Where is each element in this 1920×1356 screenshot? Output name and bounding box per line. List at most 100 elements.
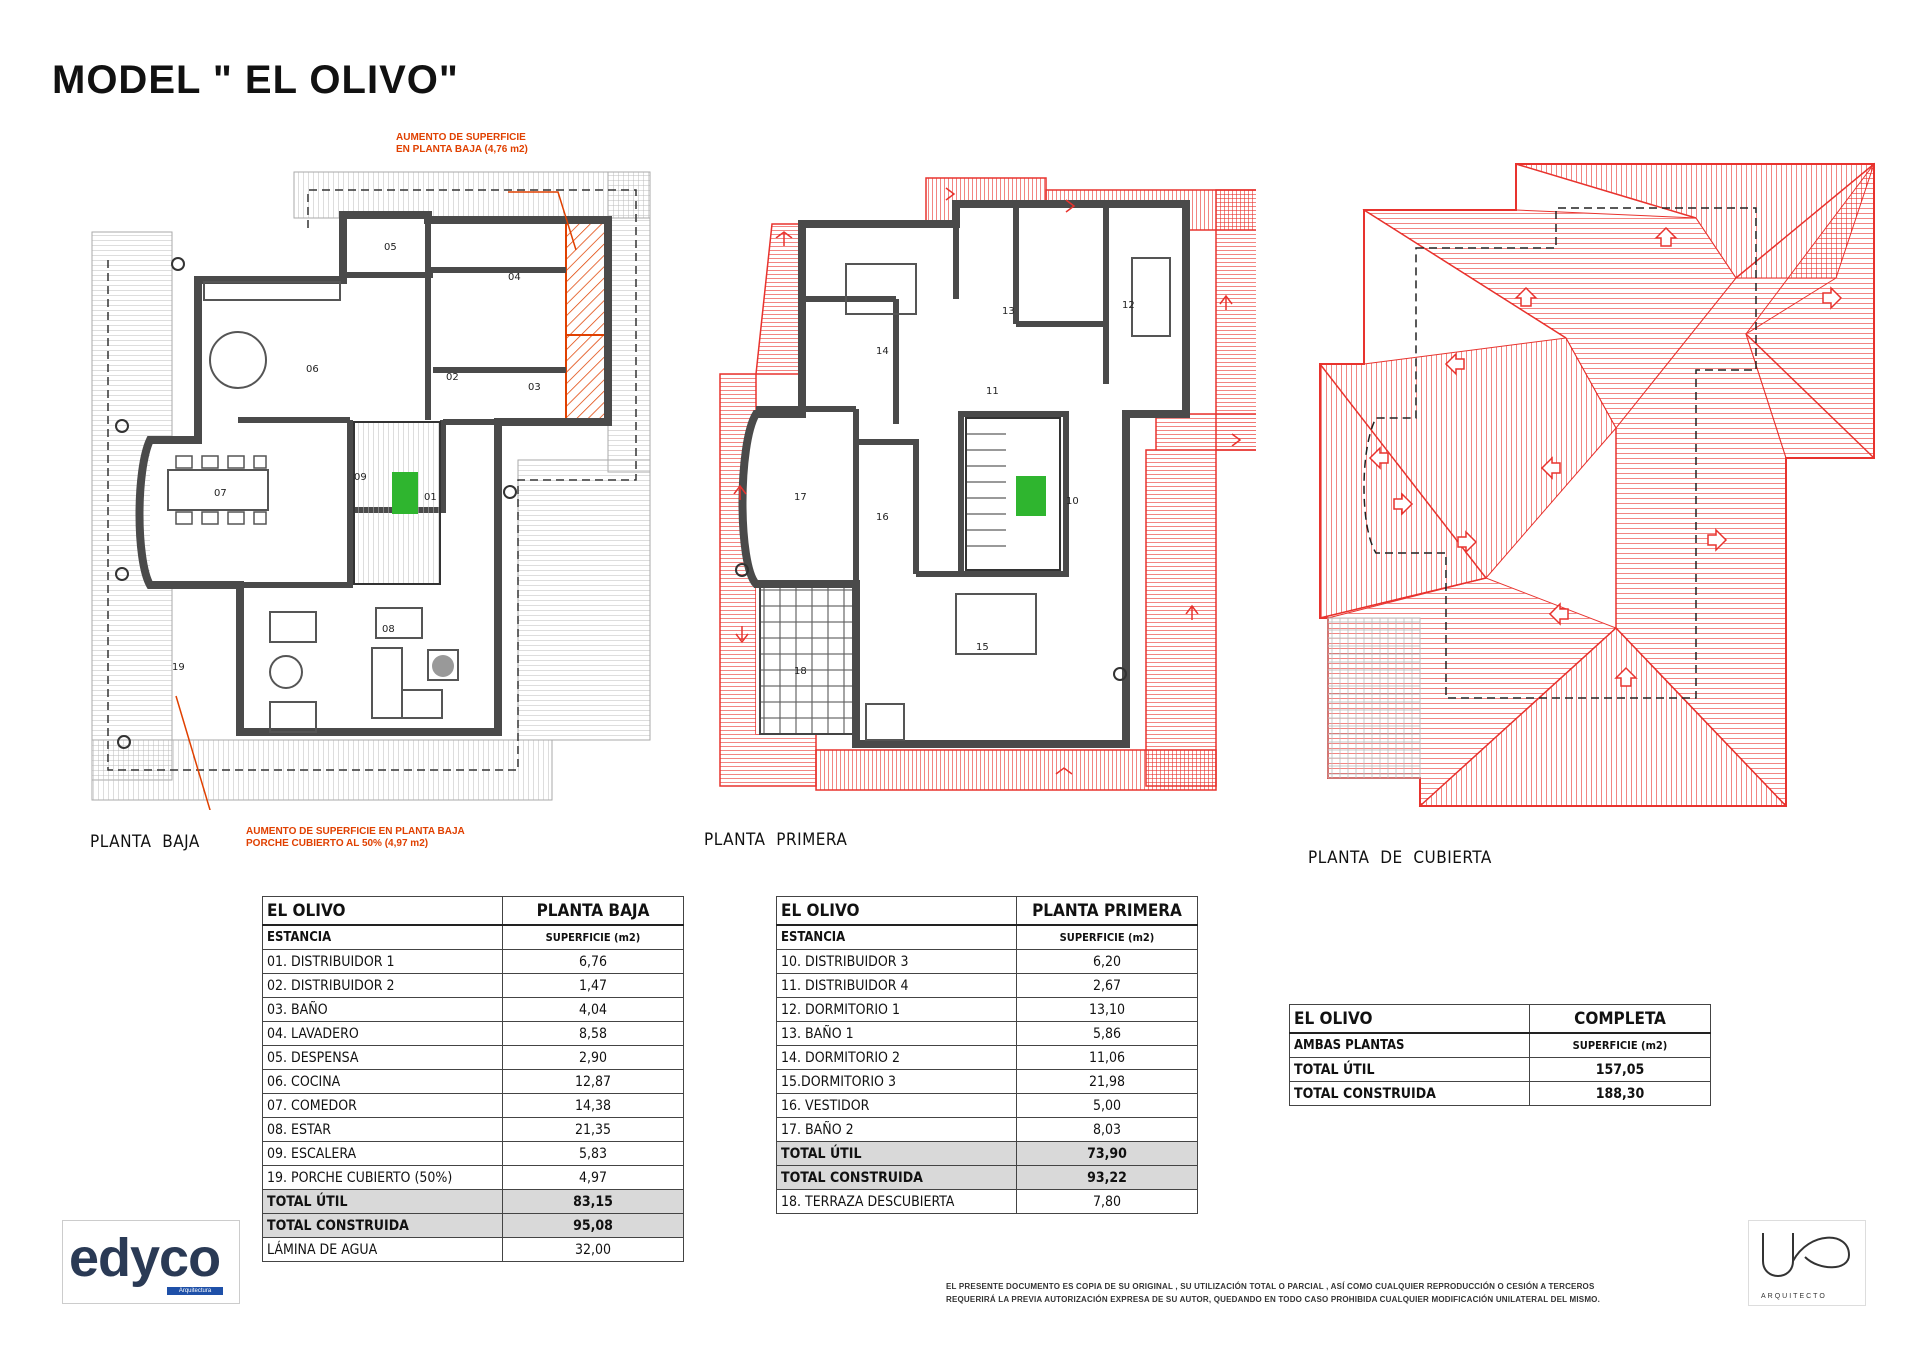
room-02: 02 [446, 372, 459, 383]
cell-value: 83,15 [502, 1189, 684, 1214]
edyco-logo: edyco Arquitectura [62, 1220, 240, 1304]
room-05: 05 [384, 242, 397, 253]
room-10: 10 [1066, 496, 1079, 507]
cell-value: 14,38 [502, 1093, 684, 1118]
cell-label: ESTANCIA [262, 924, 503, 950]
extension-hatch [565, 219, 607, 421]
cell-value: 188,30 [1529, 1081, 1711, 1106]
room-03: 03 [528, 382, 541, 393]
cell-label: 06. COCINA [262, 1069, 503, 1094]
label-planta-baja: PLANTA BAJA [90, 832, 200, 852]
table-row: 19. PORCHE CUBIERTO (50%)4,97 [262, 1165, 684, 1190]
cell-value: PLANTA PRIMERA [1016, 896, 1198, 926]
architect-logo: ARQUITECTO [1748, 1220, 1866, 1306]
room-06: 06 [306, 364, 319, 375]
room-13: 13 [1002, 306, 1015, 317]
cell-label: TOTAL CONSTRUIDA [776, 1165, 1017, 1190]
skylight [1327, 617, 1421, 779]
cell-value: 2,67 [1016, 973, 1198, 998]
room-14: 14 [876, 346, 889, 357]
cell-label: 07. COMEDOR [262, 1093, 503, 1118]
cell-label: 11. DISTRIBUIDOR 4 [776, 973, 1017, 998]
label-planta-cubierta: PLANTA DE CUBIERTA [1308, 848, 1492, 868]
cell-value: PLANTA BAJA [502, 896, 684, 926]
cell-label: 01. DISTRIBUIDOR 1 [262, 949, 503, 974]
cell-label: 16. VESTIDOR [776, 1093, 1017, 1118]
cell-label: AMBAS PLANTAS [1289, 1032, 1530, 1058]
cell-value: 5,00 [1016, 1093, 1198, 1118]
ground-floor-plan: 05 04 06 02 03 07 09 01 08 19 [91, 171, 651, 810]
cell-label: 05. DESPENSA [262, 1045, 503, 1070]
cell-value: 5,83 [502, 1141, 684, 1166]
cell-value: 6,20 [1016, 949, 1198, 974]
cell-value: 11,06 [1016, 1045, 1198, 1070]
cell-label: 17. BAÑO 2 [776, 1117, 1017, 1142]
first-floor-plan: 14 13 12 11 10 17 16 15 18 [719, 177, 1256, 791]
cell-label: 15.DORMITORIO 3 [776, 1069, 1017, 1094]
cell-label: TOTAL ÚTIL [776, 1141, 1017, 1166]
room-19: 19 [172, 662, 185, 673]
cell-value: 8,03 [1016, 1117, 1198, 1142]
room-07: 07 [214, 488, 227, 499]
cell-label: 04. LAVADERO [262, 1021, 503, 1046]
room-12: 12 [1122, 300, 1135, 311]
outer-walls-1f [738, 200, 1190, 748]
cell-value: 73,90 [1016, 1141, 1198, 1166]
cell-label: 12. DORMITORIO 1 [776, 997, 1017, 1022]
cell-label: TOTAL ÚTIL [262, 1189, 503, 1214]
cell-value: 5,86 [1016, 1021, 1198, 1046]
page-title: MODEL " EL OLIVO" [52, 58, 459, 102]
cell-value: 21,98 [1016, 1069, 1198, 1094]
room-15: 15 [976, 642, 989, 653]
cell-value: 8,58 [502, 1021, 684, 1046]
note-top-extension: AUMENTO DE SUPERFICIE EN PLANTA BAJA (4,… [396, 132, 528, 155]
disclaimer: EL PRESENTE DOCUMENTO ES COPIA DE SU ORI… [946, 1282, 1601, 1304]
cell-label: TOTAL CONSTRUIDA [262, 1213, 503, 1238]
cell-value: 4,04 [502, 997, 684, 1022]
room-18: 18 [794, 666, 807, 677]
room-17: 17 [794, 492, 807, 503]
cell-value: 21,35 [502, 1117, 684, 1142]
cell-label: 14. DORMITORIO 2 [776, 1045, 1017, 1070]
cell-value: SUPERFICIE (m2) [1016, 924, 1198, 950]
terrace-lower-right [517, 459, 651, 741]
cell-label: 10. DISTRIBUIDOR 3 [776, 949, 1017, 974]
terrace-dashed-edge [107, 189, 637, 771]
inner-walls [238, 215, 566, 588]
terrace-right [607, 171, 651, 473]
room-16: 16 [876, 512, 889, 523]
note-porch-extension: AUMENTO DE SUPERFICIE EN PLANTA BAJA POR… [246, 826, 465, 849]
room-01: 01 [424, 492, 437, 503]
cell-label: 08. ESTAR [262, 1117, 503, 1142]
room-11: 11 [986, 386, 999, 397]
cell-label: EL OLIVO [776, 896, 1017, 926]
cell-label: 18. TERRAZA DESCUBIERTA [776, 1189, 1017, 1214]
cell-value: 93,22 [1016, 1165, 1198, 1190]
cell-value: 7,80 [1016, 1189, 1198, 1214]
edyco-wordmark: edyco [69, 1228, 221, 1288]
cell-label: TOTAL CONSTRUIDA [1289, 1081, 1530, 1106]
